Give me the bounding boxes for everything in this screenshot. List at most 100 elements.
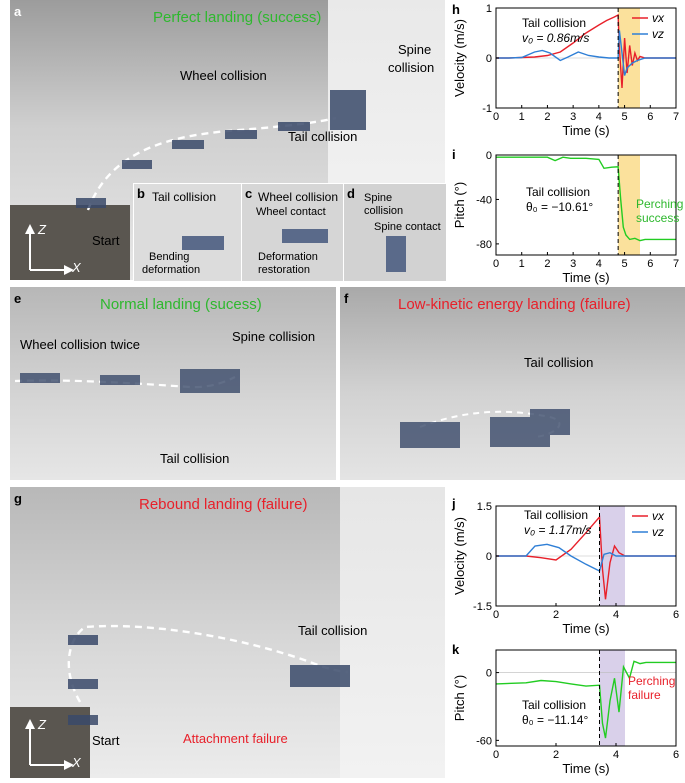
photo-panel-a: a Perfect landing (success) Wheel collis… bbox=[10, 0, 445, 280]
label-deformation: Deformation bbox=[258, 251, 318, 263]
x-tick-label: 2 bbox=[544, 111, 550, 123]
label-spine-contact: Spine contact bbox=[374, 221, 441, 233]
legend-label-vx: vx bbox=[652, 509, 665, 523]
annotation-theta0: θ₀ = −11.14° bbox=[522, 713, 589, 727]
annotation-theta0: θ₀ = −10.61° bbox=[526, 200, 594, 214]
legend-label-vx: vx bbox=[652, 11, 665, 25]
x-axis-label: Time (s) bbox=[562, 621, 609, 636]
inset-b-title: Tail collision bbox=[152, 190, 217, 204]
panel-letter-k: k bbox=[452, 642, 460, 657]
trajectory bbox=[14, 369, 240, 393]
y-axis-label: Pitch (°) bbox=[452, 182, 467, 228]
y-tick-label: 1.5 bbox=[477, 501, 492, 513]
photo-panel-f: f Low-kinetic energy landing (failure) T… bbox=[340, 287, 685, 480]
status-perching-1: Perching bbox=[636, 197, 684, 211]
x-axis-label: Time (s) bbox=[562, 761, 609, 776]
photo-panel-b: b Tail collision Bending deformation bbox=[133, 183, 242, 282]
panel-letter-a: a bbox=[14, 4, 22, 19]
x-tick-label: 1 bbox=[519, 111, 525, 123]
series-line-pitch bbox=[495, 660, 676, 739]
y-tick-label: 0 bbox=[486, 668, 492, 680]
panel-letter-b: b bbox=[137, 186, 145, 201]
x-tick-label: 3 bbox=[570, 258, 576, 270]
x-tick-label: 2 bbox=[553, 749, 559, 761]
x-tick-label: 6 bbox=[673, 609, 679, 621]
series-line-vz bbox=[496, 543, 676, 573]
label-wheel-contact: Wheel contact bbox=[256, 206, 326, 218]
y-tick-label: -80 bbox=[476, 239, 492, 251]
label-tail-collision: Tail collision bbox=[298, 623, 368, 638]
panel-g-title: Rebound landing (failure) bbox=[139, 496, 308, 513]
plot-frame bbox=[495, 649, 677, 747]
x-tick-label: 4 bbox=[613, 749, 619, 761]
annotation-tail-collision: Tail collision bbox=[522, 16, 587, 30]
photo-panel-c: c Wheel collision Wheel contact Deformat… bbox=[241, 183, 344, 282]
axis-z-label: Z bbox=[38, 222, 46, 237]
robot-sketch bbox=[182, 236, 224, 250]
label-restoration: restoration bbox=[258, 264, 310, 276]
legend-label-vz: vz bbox=[652, 27, 664, 41]
x-tick-label: 0 bbox=[493, 749, 499, 761]
label-start: Start bbox=[92, 733, 120, 748]
y-tick-label: -40 bbox=[476, 194, 492, 206]
annotation-tail-collision: Tail collision bbox=[526, 185, 591, 199]
inset-c-title: Wheel collision bbox=[258, 190, 339, 204]
label-wheel-collision-twice: Wheel collision twice bbox=[20, 337, 140, 352]
panel-e-title: Normal landing (sucess) bbox=[100, 296, 262, 313]
label-wheel-collision: Wheel collision bbox=[180, 68, 267, 83]
x-tick-label: 4 bbox=[596, 111, 602, 123]
trajectory bbox=[400, 409, 570, 448]
y-tick-label: -60 bbox=[476, 735, 492, 747]
x-tick-label: 5 bbox=[622, 258, 628, 270]
y-tick-label: 0 bbox=[486, 551, 492, 563]
wall-corner bbox=[340, 487, 445, 778]
series-line-pitch bbox=[496, 156, 676, 242]
status-perching-1: Perching bbox=[628, 674, 676, 688]
photo-panel-d: d Spine collision Spine contact bbox=[343, 183, 447, 282]
legend-label-vz: vz bbox=[652, 525, 664, 539]
x-axis-label: Time (s) bbox=[562, 123, 609, 138]
y-axis-label: Velocity (m/s) bbox=[452, 19, 467, 97]
label-tail-collision: Tail collision bbox=[288, 129, 358, 144]
panel-letter-d: d bbox=[347, 186, 355, 201]
status-perching-2: success bbox=[636, 211, 680, 225]
y-tick-label: -1.5 bbox=[473, 601, 492, 613]
x-tick-label: 4 bbox=[613, 609, 619, 621]
label-start: Start bbox=[92, 233, 120, 248]
y-tick-label: -1 bbox=[482, 103, 492, 115]
robot-sketch bbox=[282, 229, 328, 243]
x-tick-label: 1 bbox=[519, 258, 525, 270]
y-tick-label: 1 bbox=[486, 3, 492, 15]
axes-icon bbox=[25, 719, 74, 770]
x-tick-label: 2 bbox=[544, 258, 550, 270]
label-bending-1: Bending bbox=[149, 251, 190, 263]
photo-panel-g: g Rebound landing (failure) Tail collisi… bbox=[10, 487, 445, 778]
x-tick-label: 0 bbox=[493, 609, 499, 621]
axis-x-label: X bbox=[72, 260, 81, 275]
panel-letter-g: g bbox=[14, 491, 22, 506]
robot-sketch bbox=[386, 236, 406, 272]
label-bending-2: deformation bbox=[142, 264, 201, 276]
annotation-v0: v₀ = 1.17m/s bbox=[524, 523, 592, 537]
series-line-vz bbox=[496, 30, 676, 76]
x-tick-label: 0 bbox=[493, 258, 499, 270]
label-spine-2: collision bbox=[364, 205, 404, 217]
label-spine-1: Spine bbox=[364, 192, 393, 204]
plot-frame bbox=[495, 154, 677, 256]
annotation-v0: v₀ = 0.86m/s bbox=[522, 31, 590, 45]
x-tick-label: 6 bbox=[647, 258, 653, 270]
trajectory bbox=[67, 624, 350, 725]
collision-band bbox=[599, 650, 625, 746]
panel-a-title: Perfect landing (success) bbox=[153, 9, 322, 26]
x-tick-label: 3 bbox=[570, 111, 576, 123]
label-spine-collision-1: Spine bbox=[398, 42, 432, 57]
series-line-vx bbox=[496, 13, 676, 89]
